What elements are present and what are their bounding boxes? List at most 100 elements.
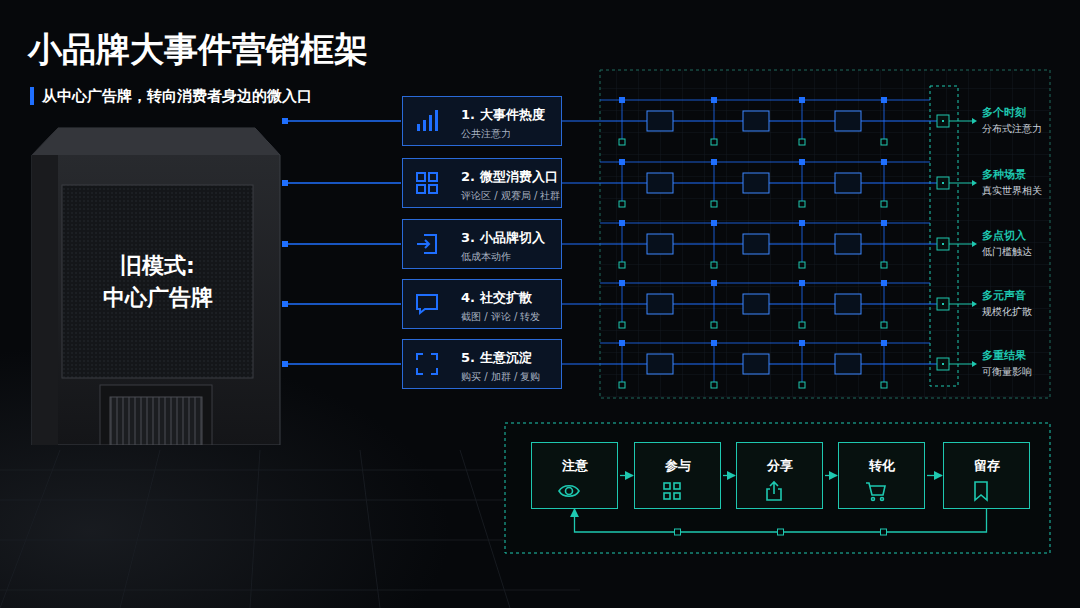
step-box: 5. 生意沉淀购买 / 加群 / 复购 (402, 339, 562, 389)
grid-node (711, 97, 717, 103)
billboard: 旧模式: 中心广告牌 (30, 115, 282, 445)
grid-terminal (799, 262, 805, 268)
grid-terminal (881, 382, 887, 388)
box-heading: 4. 社交扩散 (461, 289, 551, 307)
grid-bus-line (600, 283, 930, 284)
billboard-link (284, 363, 401, 364)
connector (282, 361, 401, 367)
icon (763, 480, 785, 502)
billboard-link (284, 182, 401, 183)
grid-terminal (711, 322, 717, 328)
flow-box: 留存 (943, 442, 1030, 509)
box-heading: 1. 大事件热度 (461, 106, 551, 124)
output-port-dot (942, 243, 944, 245)
grid-terminal (799, 139, 805, 145)
grid-bus-line (600, 100, 930, 101)
output-port (937, 177, 949, 189)
billboard-link (284, 243, 401, 244)
flow-box: 注意 (531, 442, 618, 509)
grid-terminal (881, 139, 887, 145)
grid-tap-line (714, 283, 715, 322)
box-heading: 5. 生意沉淀 (461, 349, 551, 367)
grid-tap-line (884, 162, 885, 201)
output-subtext: 分布式注意力 (982, 122, 1042, 135)
start-node (282, 118, 288, 124)
output-line (949, 244, 972, 245)
grid-node (799, 220, 805, 226)
flow-box: 分享 (736, 442, 823, 509)
flow-box: 参与 (634, 442, 721, 509)
output-line (949, 121, 972, 122)
step-box: 4. 社交扩散截图 / 评论 / 转发 (402, 279, 562, 329)
grid-cell (647, 234, 673, 254)
loop-node (881, 529, 887, 535)
box-subtext: 购买 / 加群 / 复购 (461, 370, 551, 383)
grid-cell (835, 111, 861, 131)
grid-cell (743, 354, 769, 374)
grid-tap-line (884, 343, 885, 382)
grid-cell (743, 111, 769, 131)
grid-node (799, 159, 805, 165)
grid-cell (835, 294, 861, 314)
grid-terminal (881, 322, 887, 328)
box-heading: 留存 (944, 457, 1029, 475)
output-port (937, 298, 949, 310)
output-port-dot (942, 120, 944, 122)
box-subtext: 低成本动作 (461, 250, 551, 263)
grid-terminal (711, 139, 717, 145)
output-line (949, 304, 972, 305)
grid-terminal (881, 201, 887, 207)
box-heading: 参与 (635, 457, 720, 475)
billboard-link (284, 120, 401, 121)
grid-tap-line (714, 162, 715, 201)
flow-arrow (620, 475, 633, 476)
connector (825, 475, 837, 476)
grid-cell (835, 234, 861, 254)
output-subtext: 可衡量影响 (982, 365, 1032, 378)
subtitle: 从中心广告牌，转向消费者身边的微入口 (42, 85, 312, 107)
icon (970, 480, 992, 502)
grid-cell (743, 173, 769, 193)
grid-cell (647, 111, 673, 131)
icon (415, 109, 439, 133)
output-arrow (972, 118, 977, 124)
connector (282, 118, 401, 124)
output-heading: 多重结果 (982, 348, 1026, 362)
loop-node (675, 529, 681, 535)
box-subtext: 评论区 / 观赛局 / 社群 (461, 189, 551, 202)
grid-terminal (619, 382, 625, 388)
output-port-dot (942, 182, 944, 184)
grid-terminal (711, 262, 717, 268)
grid-tap-line (714, 343, 715, 382)
grid-node (881, 280, 887, 286)
output-arrow (972, 180, 977, 186)
box-subtext: 截图 / 评论 / 转发 (461, 310, 551, 323)
loop-node (778, 529, 784, 535)
grid-node (711, 220, 717, 226)
flow-box: 转化 (838, 442, 925, 509)
output-port (937, 115, 949, 127)
output-line (949, 183, 972, 184)
box-heading: 3. 小品牌切入 (461, 229, 551, 247)
title: 小品牌大事件营销框架 (28, 26, 368, 72)
grid-tap-line (622, 343, 623, 382)
grid-tap-line (884, 223, 885, 262)
connector (282, 301, 401, 307)
grid-tap-line (802, 162, 803, 201)
grid-tap-line (622, 223, 623, 262)
output-heading: 多种场景 (982, 167, 1026, 181)
step-box: 3. 小品牌切入低成本动作 (402, 219, 562, 269)
grid-cell (647, 294, 673, 314)
icon (415, 171, 439, 195)
grid-bus-line (600, 343, 930, 344)
icon (415, 352, 439, 376)
box-heading: 分享 (737, 457, 822, 475)
output-port-dot (942, 363, 944, 365)
connector (282, 241, 401, 247)
grid-terminal (799, 382, 805, 388)
grid-cell (835, 173, 861, 193)
grid-terminal (711, 382, 717, 388)
grid-tap-line (884, 100, 885, 139)
output-heading: 多个时刻 (982, 105, 1026, 119)
output-heading: 多点切入 (982, 228, 1026, 242)
